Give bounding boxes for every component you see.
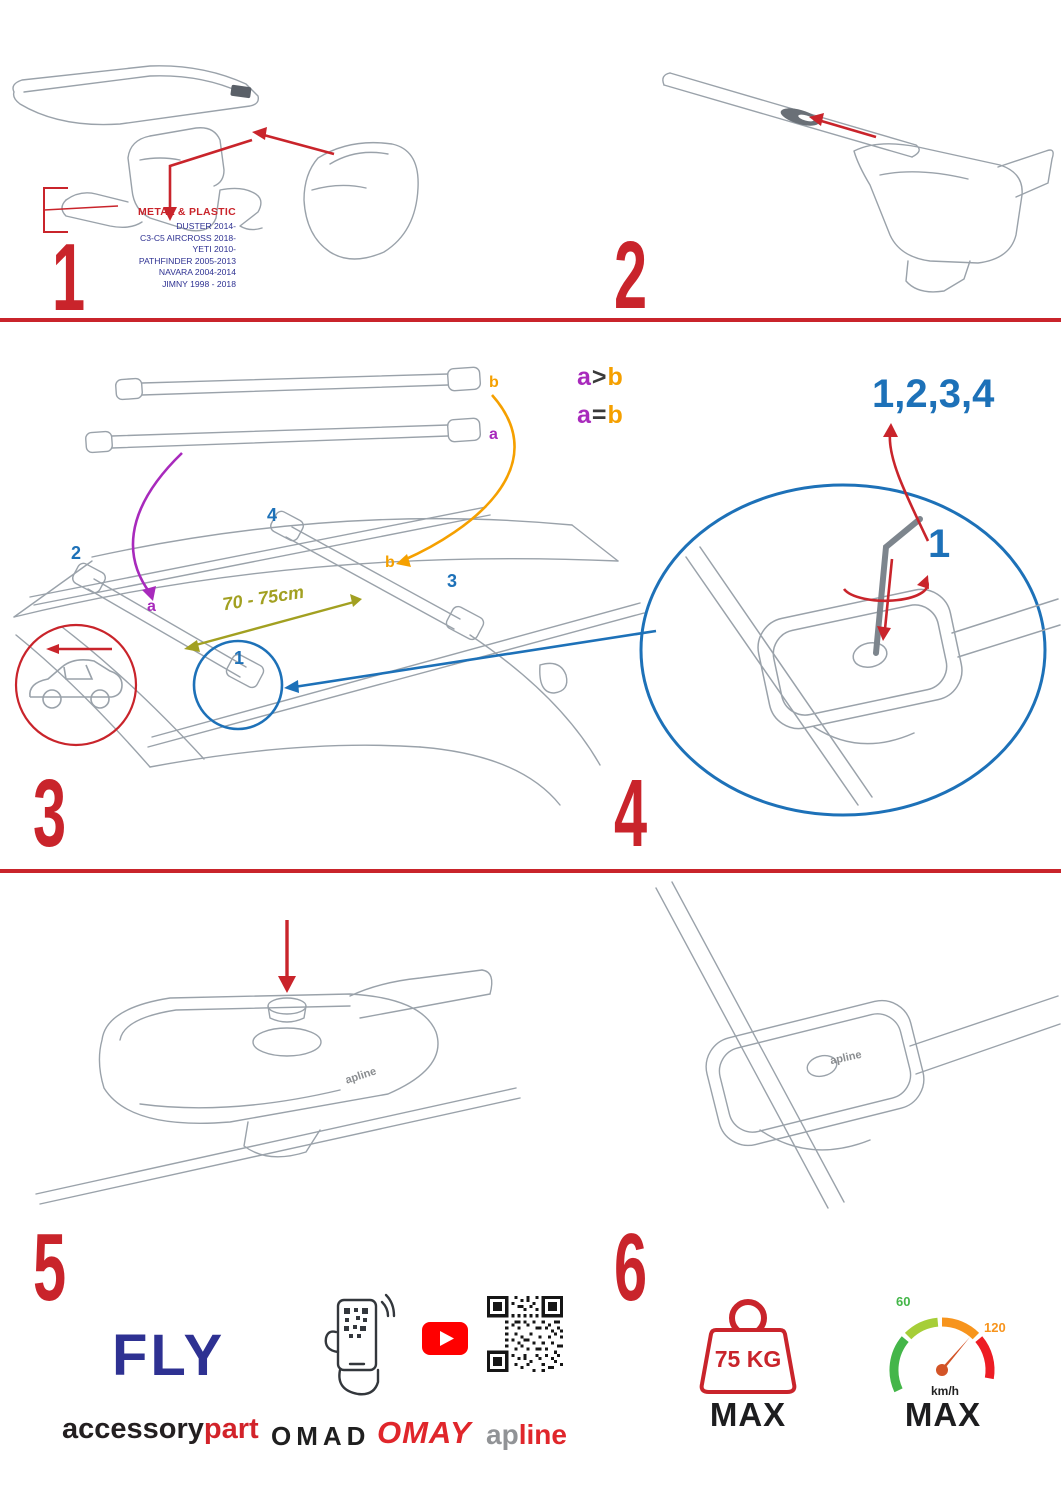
speed-high-label: 120 <box>984 1320 1006 1335</box>
distance-arrow <box>184 594 362 652</box>
callout-1-label: 1 <box>928 522 951 566</box>
car-inset <box>14 623 138 747</box>
weight-max-label: MAX <box>709 1396 787 1433</box>
youtube-icon <box>422 1322 468 1355</box>
bar-a-label: a <box>489 426 498 443</box>
product-logo: FLY <box>112 1323 226 1388</box>
section-divider <box>0 869 1061 873</box>
model-item: C3-C5 AIRCROSS 2018- <box>140 232 236 243</box>
position-4-label: 4 <box>267 505 278 525</box>
rule-op: > <box>591 363 608 391</box>
vehicle-model-list: DUSTER 2014- C3-C5 AIRCROSS 2018- YETI 2… <box>70 221 236 291</box>
model-item: JIMNY 1998 - 2018 <box>162 278 236 289</box>
qr-code <box>487 1296 563 1372</box>
step-5-number: 5 <box>33 1214 66 1321</box>
bar-end-diagram <box>662 72 1054 293</box>
weight-limit-icon <box>699 1299 797 1394</box>
accessorypart-logo: accessorypart <box>62 1413 259 1446</box>
step-2-number: 2 <box>614 222 647 329</box>
material-label: METAL & PLASTIC <box>137 206 236 218</box>
rule-op: = <box>591 401 608 429</box>
direction-arrow <box>46 644 112 654</box>
model-item: YETI 2010- <box>192 244 236 255</box>
detail-callout <box>192 629 657 731</box>
position-1-label: 1 <box>234 648 245 668</box>
roof-b-label: b <box>385 554 395 571</box>
clamp-exploded-diagram <box>12 65 419 260</box>
sequence-label: 1,2,3,4 <box>872 372 995 416</box>
roof-a-label: a <box>147 598 156 615</box>
rule-a-gt-b: a>b <box>577 363 624 392</box>
rule-b: b <box>607 401 624 429</box>
speed-low-label: 60 <box>896 1294 911 1309</box>
step-1-number: 1 <box>52 224 85 331</box>
step-4-number: 4 <box>614 760 647 867</box>
bar-b-label: b <box>489 374 499 391</box>
speedometer-icon <box>889 1317 995 1393</box>
model-item: NAVARA 2004-2014 <box>158 267 236 278</box>
weight-limit-value: 75 KG <box>714 1346 782 1372</box>
zoom-circle <box>639 483 1047 817</box>
cap-press-diagram <box>35 920 521 1205</box>
roof-installation-diagram <box>13 366 657 806</box>
part-text: part <box>203 1413 259 1445</box>
omay-logo: OMAY <box>377 1415 472 1450</box>
position-3-label: 3 <box>447 571 458 591</box>
model-item: PATHFINDER 2005-2013 <box>138 255 236 266</box>
step-6-number: 6 <box>614 1214 647 1321</box>
needle <box>937 1337 970 1373</box>
line-text: line <box>518 1419 567 1450</box>
rule-a: a <box>577 363 592 391</box>
rule-b: b <box>607 363 624 391</box>
rule-a: a <box>577 401 592 429</box>
speed-unit-label: km/h <box>930 1384 959 1398</box>
mounted-foot-diagram <box>655 881 1061 1209</box>
rule-a-eq-b: a=b <box>577 401 624 430</box>
ap-text: ap <box>486 1419 519 1450</box>
allen-key <box>873 516 923 656</box>
section-divider <box>0 318 1061 322</box>
step-3-number: 3 <box>33 760 66 867</box>
b-curve <box>396 394 516 567</box>
omad-logo: OMAD <box>271 1421 371 1451</box>
speed-max-label: MAX <box>904 1396 982 1433</box>
a-curve <box>131 452 183 601</box>
apline-logo: apline <box>486 1419 567 1451</box>
model-item: DUSTER 2014- <box>176 221 236 231</box>
accessory-text: accessory <box>62 1413 204 1445</box>
apline-badge <box>230 84 252 99</box>
position-2-label: 2 <box>71 543 82 563</box>
tightening-detail-diagram <box>639 423 1061 817</box>
phone-scan-icon <box>324 1293 396 1396</box>
inset-circle <box>14 623 138 747</box>
